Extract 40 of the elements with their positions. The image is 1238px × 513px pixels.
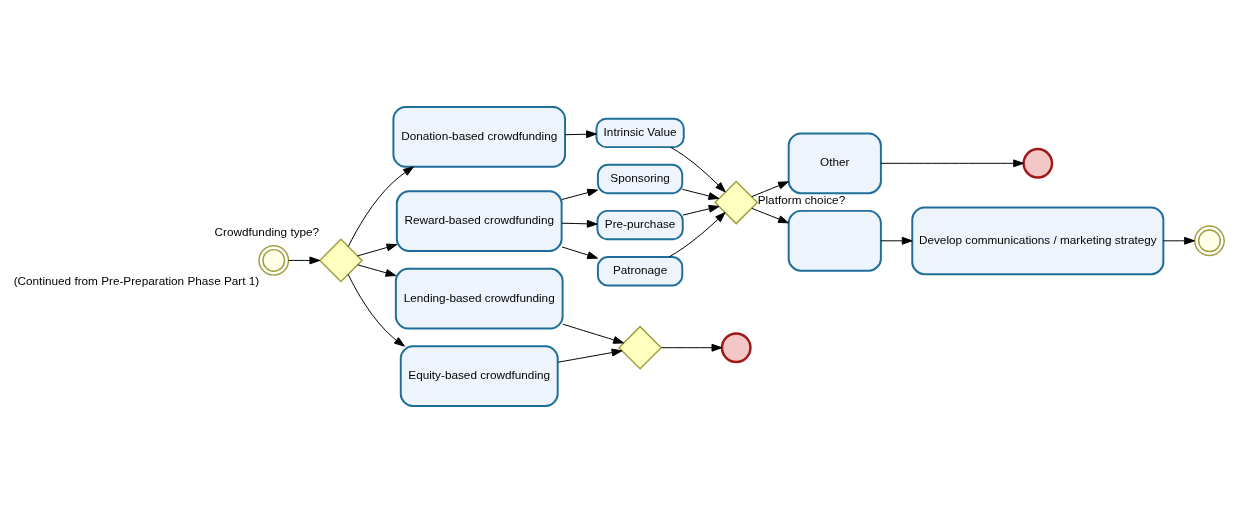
arrow [561, 188, 598, 200]
node-box: Pre-purchase [596, 209, 684, 241]
arrow [661, 343, 723, 352]
arrow [682, 204, 720, 216]
node-box: Lending-based crowdfunding [394, 267, 564, 330]
node-box: Donation-based crowdfunding [392, 105, 567, 168]
node-box: Develop communications / marketing strategy [911, 206, 1165, 276]
node-label: (Continued from Pre-Preparation Phase Part 1) [13, 273, 260, 287]
arrow [751, 207, 789, 224]
arrow [347, 274, 405, 347]
arrow [1162, 236, 1195, 245]
arrow [670, 146, 726, 193]
arrow [681, 188, 720, 200]
arrow [751, 181, 789, 198]
node-diamond [318, 238, 364, 283]
node-box [787, 209, 882, 272]
arrow [288, 256, 321, 265]
node-box: Patronage [596, 256, 684, 287]
node-box: Intrinsic Value [595, 117, 685, 149]
arrow [668, 212, 726, 258]
node-label: Crowdfunding type? [214, 225, 320, 238]
node-circle [720, 332, 752, 364]
node-label: Platform choice? [757, 192, 846, 206]
arrow [357, 264, 397, 277]
node-box: Reward-based crowdfunding [395, 190, 563, 253]
arrow [880, 159, 1024, 168]
arrow [557, 348, 623, 363]
node-box: Equity-based crowdfunding [399, 345, 559, 408]
arrow [562, 323, 624, 344]
node-circle [1022, 147, 1054, 179]
node-circle [258, 244, 290, 276]
arrow [880, 236, 913, 245]
arrow [347, 166, 414, 247]
node-box: Other [787, 132, 882, 195]
arrow [561, 246, 598, 259]
arrow [564, 130, 597, 139]
arrow [357, 243, 398, 257]
arrow [561, 219, 598, 228]
node-box: Sponsoring [596, 163, 684, 195]
node-diamond [617, 325, 663, 370]
